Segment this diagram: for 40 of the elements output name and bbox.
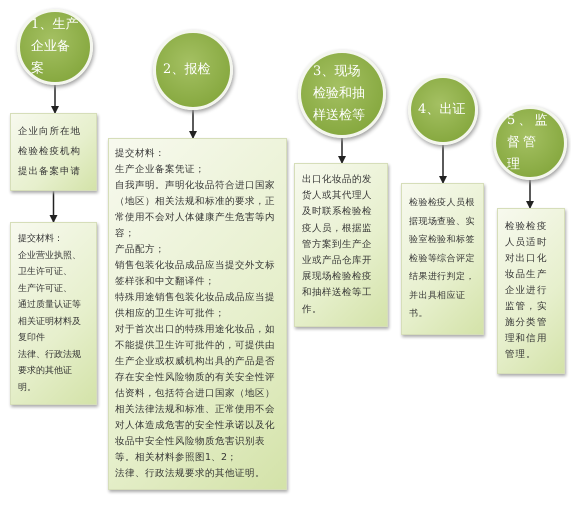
step-circle	[298, 50, 386, 138]
step-text: 提交材料：	[115, 147, 166, 161]
step-title: 2、报检	[163, 61, 212, 79]
step-text: 产品配方；	[115, 243, 166, 257]
arrow	[338, 138, 346, 164]
step-text: 卫生许可证、	[18, 266, 73, 279]
note-box	[10, 113, 97, 191]
note-box	[10, 222, 97, 405]
step-circle	[153, 30, 233, 110]
step-text: 销售包装化妆品成品应当提交外文标签样张和中文翻译件；	[115, 259, 276, 289]
arrow	[439, 145, 447, 184]
step-text: 通过质量认证等相关证明材料及复印件	[18, 298, 82, 345]
arrow	[189, 110, 197, 139]
step-text: 自我声明。声明化妆品符合进口国家（地区）相关法规和标准的要求，正常使用不会对人体健康产生危害等内容；	[115, 179, 276, 241]
step-title: 5、监督管理	[507, 112, 552, 174]
note-box	[108, 138, 287, 490]
arrow	[50, 190, 58, 223]
note-box	[401, 183, 484, 334]
step-text: 提交材料：	[18, 232, 64, 246]
step-text: 法律、行政法规要求的其他证明。	[115, 467, 266, 481]
step-text: 生产许可证、	[18, 282, 73, 296]
step-title: 1、生产企业备案	[31, 16, 79, 78]
step-text: 企业营业执照、	[18, 250, 82, 262]
step-title: 3、现场检验和抽样送检等	[313, 63, 366, 125]
step-text: 企业向所在地检验检疫机构提出备案申请	[18, 125, 82, 179]
step-text: 特殊用途销售包装化妆品成品应当提供相应的卫生许可批件；	[115, 291, 276, 321]
step-text: 生产企业备案凭证；	[115, 163, 206, 177]
step-text: 出口化妆品的发货人或其代理人及时联系检验检疫人员，根据监管方案到生产企业或产品仓库开展现场检验检疫和抽样送检等工作。	[302, 173, 373, 317]
note-box	[294, 163, 388, 327]
step-text: 法律、行政法规要求的其他证明。	[18, 348, 82, 394]
step-text: 对于首次出口的特殊用途化妆品，如不能提供卫生许可批件的，可提供由生产企业或权威机构出具的产品是否存在安全性风险物质的有关安全性评估资料，包括符合进口国家（地区）相关法律法规和标准、正常使用不会对人体造成危害的安全性承诺以及化妆品中安全性风险物质危害识别表等。相关材料参照图1、2；	[115, 323, 276, 465]
step-text: 检验检疫人员根据现场查验、实验室检验和标签检验等综合评定结果进行判定，并出具相应证书。	[409, 196, 476, 321]
step-circle	[408, 75, 478, 145]
step-circle	[493, 106, 567, 180]
step-title: 4、出证	[418, 101, 466, 119]
note-box	[497, 208, 565, 374]
step-circle	[17, 9, 93, 85]
arrow	[526, 180, 534, 209]
arrow	[51, 85, 59, 114]
step-text: 检验检疫人员适时对出口化妆品生产企业进行监管，实施分类管理和信用管理。	[505, 220, 548, 362]
